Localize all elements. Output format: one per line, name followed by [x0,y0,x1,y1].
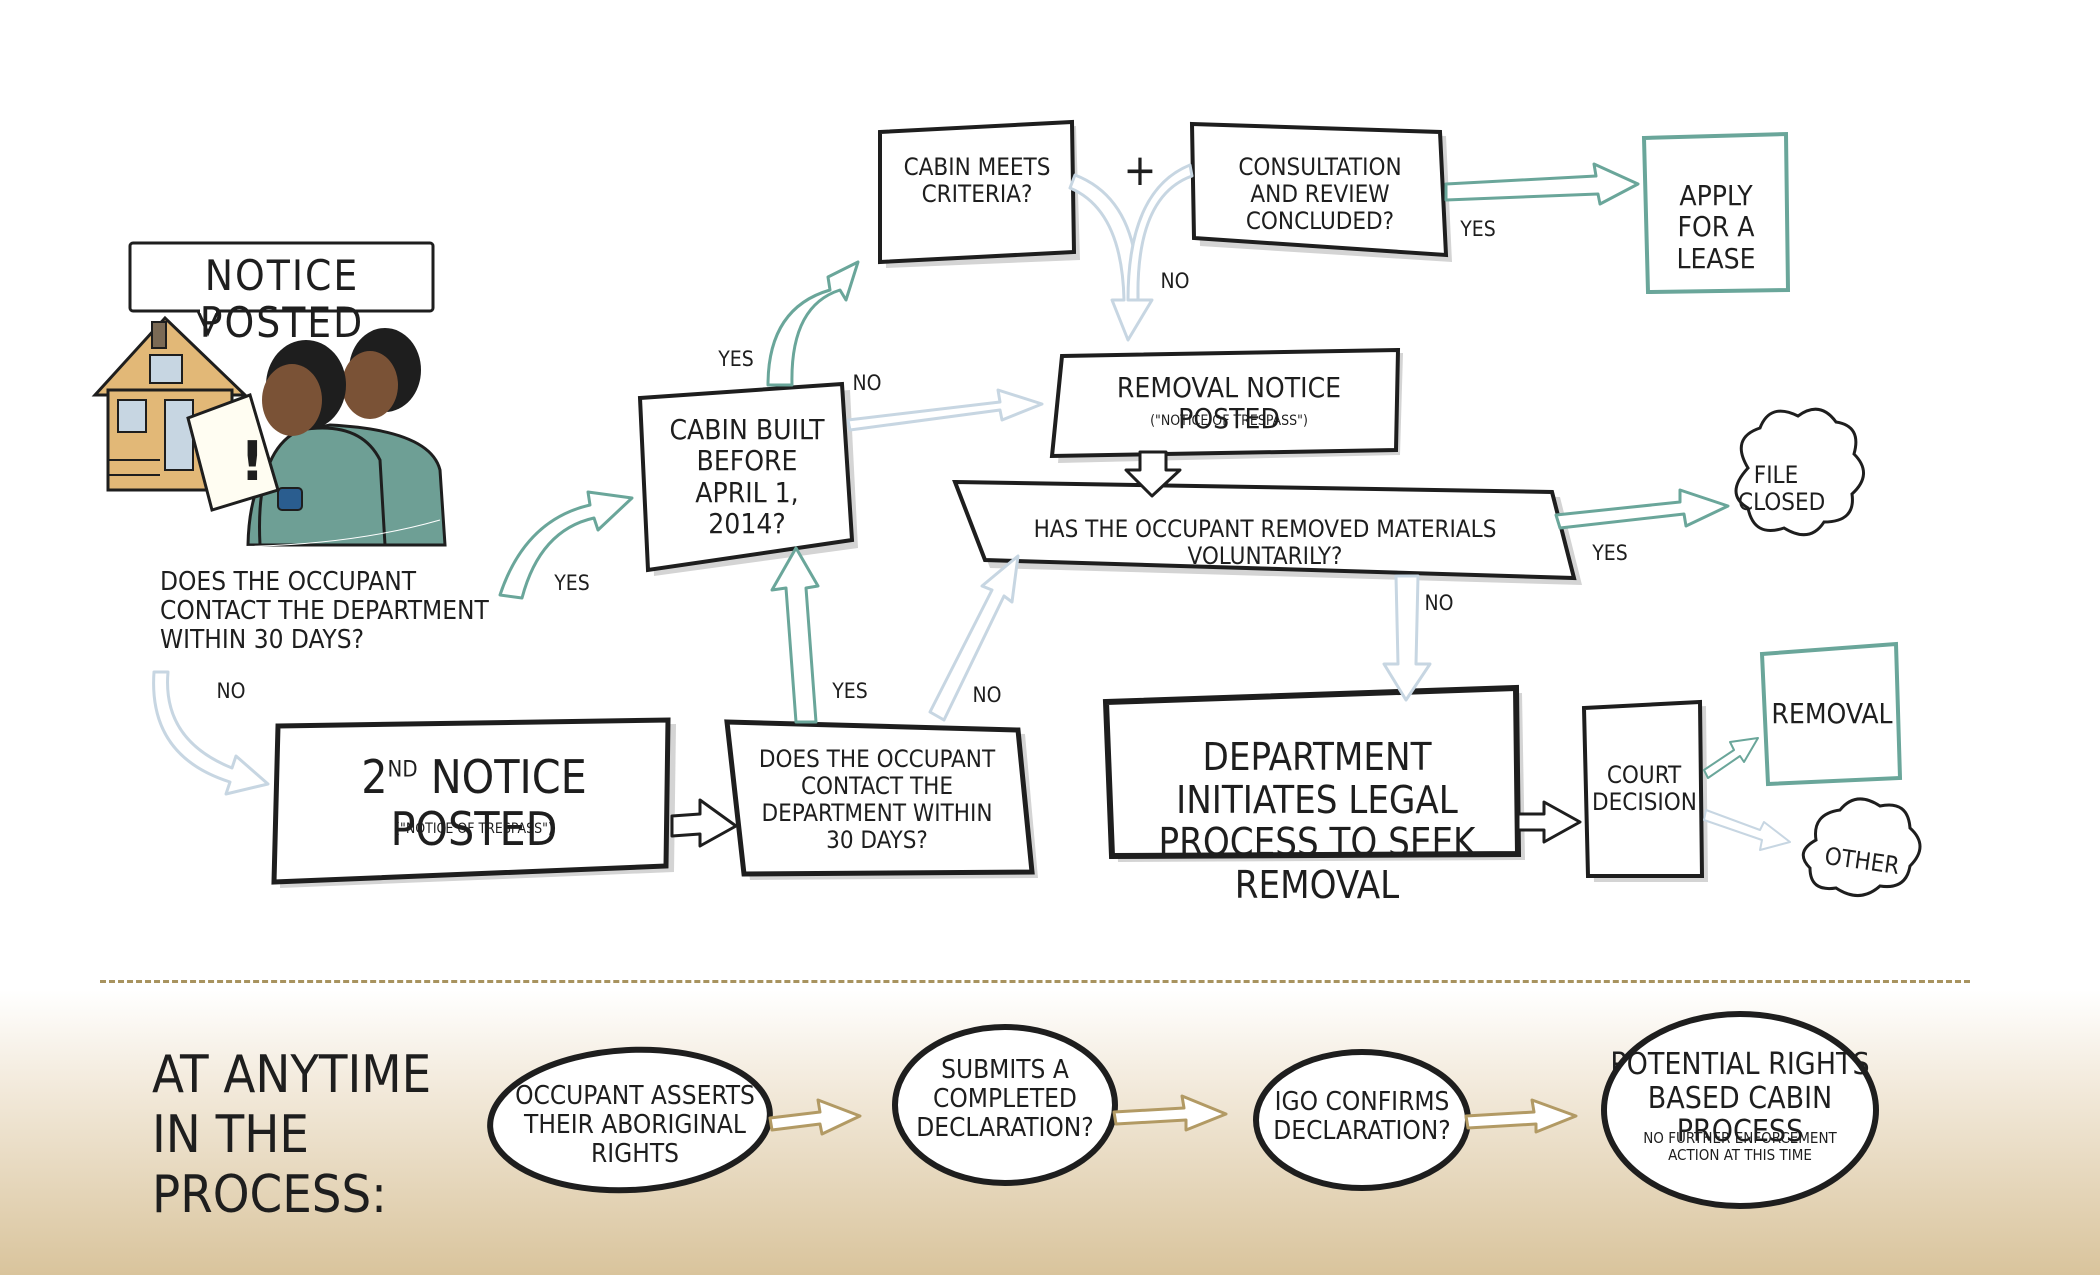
second-notice-sub: ("NOTiCE OF TRESPASS") [395,821,553,837]
second-notice-title: 2ND NOTiCE POSTED [290,750,658,856]
arrow-court-to-removal [1703,737,1759,779]
edge-yes-cabin-built: YES [718,347,754,371]
legal-process-box [1102,684,1522,860]
edge-no-has-removed: NO [1424,591,1454,615]
arrow-legal-to-court [1516,800,1582,844]
removal-notice-title: REMOVAL NOTiCE POSTED [1116,371,1342,436]
edge-no-cabin-built: NO [852,371,882,395]
court-decision-text: COURT DECiSiON [1592,761,1697,816]
edge-yes-second-question: YES [832,679,868,703]
cabin-meets-text: CABiN MEETS CRiTERiA? [903,153,1051,208]
arrow-court-to-other [1703,809,1791,851]
arrow-has-removed-no-to-legal [1382,574,1432,702]
start-question: DOES THE OCCUPANT CONTACT THE DEPARTMENT… [160,567,489,656]
second-notice-label: NOTiCE POSTED [390,750,587,856]
anytime-arrows [768,1094,1578,1136]
arrow-second-question-to-cabin-built [770,546,820,724]
removal-box [1759,641,1903,787]
section-divider [100,980,1970,983]
step3-text: iGO CONFiRMS DECLARATiON? [1273,1087,1451,1147]
consultation-box [1189,121,1449,258]
oval-step1 [487,1046,773,1194]
has-removed-text: HAS THE OCCUPANT REMOVED MATERiALS VOLUN… [1033,515,1497,570]
edge-yes-has-removed: YES [1592,541,1628,565]
step4-title: POTENTiAL RiGHTS BASED CABiN PROCESS [1610,1047,1870,1150]
cabin-built-text: CABiN BUiLT BEFORE APRiL 1, 2014? [669,413,825,541]
step1-text: OCCUPANT ASSERTS THEiR ABORiGiNAL RiGHTS [515,1081,755,1170]
arrow-start-to-cabin-built [498,490,634,600]
file-closed-cloud [1734,407,1865,537]
oval-step2 [892,1024,1118,1186]
arrow-cabin-built-no-to-removal-notice [846,388,1044,432]
arrow-has-removed-to-file-closed [1554,488,1730,530]
second-question-text: DOES THE OCCUPANT CONTACT THE DEPARTMENT… [758,745,996,854]
has-removed-box [952,479,1577,581]
arrow-removal-notice-to-has-removed [1124,450,1182,498]
cabin-meets-box [878,119,1077,265]
other-cloud [1801,797,1922,897]
step4-sub: NO FURTHER ENFORCEMENT ACTiON AT THiS Ti… [1643,1129,1837,1164]
arrow-second-question-no-to-has-removed [928,554,1020,722]
second-notice-sup: ND [387,757,418,783]
edge-yes-consultation: YES [1460,217,1496,241]
file-closed-text: FiLE CLOSED [1738,461,1826,516]
illustration: ! [89,241,447,548]
apply-lease-box [1641,131,1791,295]
court-decision-box [1581,699,1705,878]
legal-process-text: DEPARTMENT iNiTiATES LEGAL PROCESS TO SE… [1158,735,1476,907]
arrow-second-notice-to-question [670,798,738,848]
edge-no-second-question: NO [972,683,1002,707]
step2-text: SUBMiTS A COMPLETED DECLARATiON? [916,1055,1094,1144]
edge-no-criteria: NO [1160,269,1190,293]
removal-notice-box [1049,347,1401,459]
notice-sign-text: NOTiCE POSTED [199,251,365,348]
second-notice-prefix: 2 [361,750,388,804]
anytime-ovals [487,1011,1879,1209]
second-notice-box [271,717,671,885]
removal-notice-sub: ("NOTiCE OF TRESPASS") [1150,413,1308,429]
consultation-text: CONSULTATiON AND REViEW CONCLUDED? [1238,153,1402,235]
edge-no-start: NO [216,679,246,703]
apply-lease-text: APPLY FOR A LEASE [1676,179,1756,275]
arrow-cabin-built-to-cabin-meets [766,260,860,387]
arrow-start-no-to-second-notice [152,670,270,796]
cabin-built-box [637,381,855,573]
svg-text:!: ! [240,430,265,493]
oval-step4 [1601,1011,1879,1209]
edge-yes-start: YES [554,571,590,595]
plus-sign: + [1123,145,1157,196]
second-question-box [724,719,1035,877]
arrow-criteria-merge-to-removal-notice [1068,163,1194,342]
anytime-title: AT ANYTiME iN THE PROCESS: [152,1045,432,1225]
arrow-consultation-to-lease [1444,162,1640,206]
removal-text: REMOVAL [1771,697,1893,730]
